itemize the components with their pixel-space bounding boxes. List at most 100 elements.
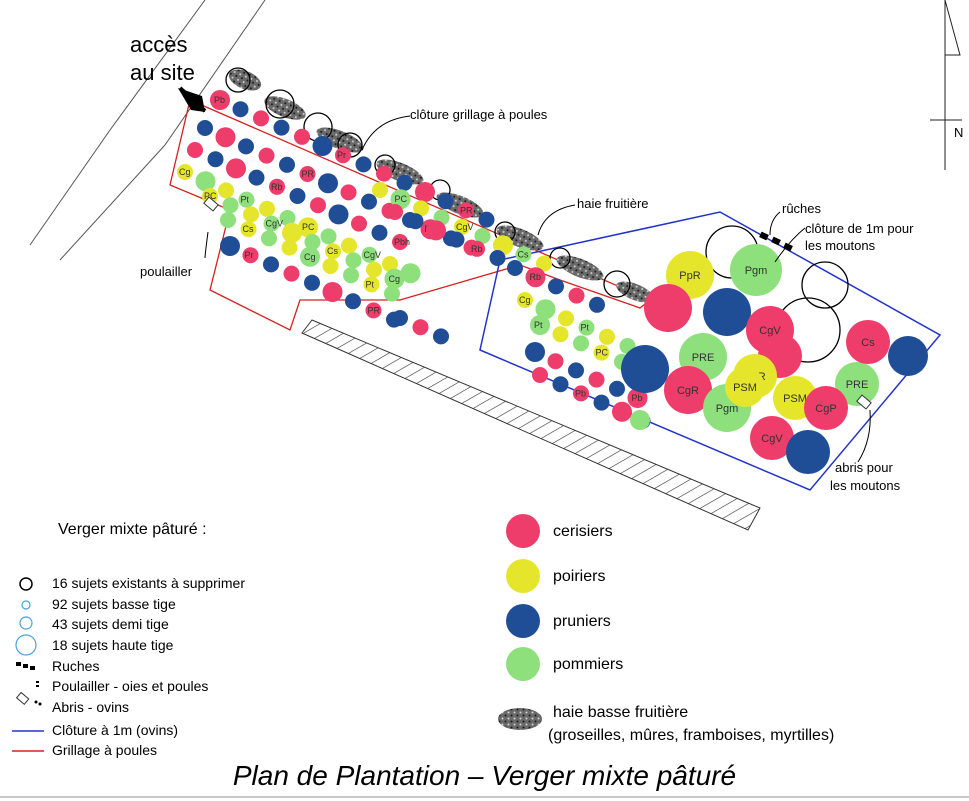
large-trees: PpRPgmCgVPSMPRECsPREPpRCgRPgmPSMCgPCgV	[621, 244, 928, 474]
small-tree	[517, 292, 533, 308]
small-tree-label: PC	[596, 348, 609, 358]
small-tree-label: Pr	[337, 150, 346, 160]
small-tree	[310, 197, 326, 214]
legend-item-shelter: Abris - ovins	[52, 699, 129, 715]
caption: Plan de Plantation – Verger mixte pâturé	[232, 760, 737, 791]
small-tree	[578, 319, 595, 336]
small-tree	[392, 234, 408, 250]
small-tree	[568, 287, 585, 304]
access-label-1: accès	[130, 32, 187, 57]
hives-label: rûches	[782, 201, 822, 216]
small-tree	[474, 228, 491, 244]
small-tree-label: Pt	[366, 279, 375, 289]
small-tree-label: Pb	[214, 95, 225, 105]
small-tree	[525, 342, 545, 362]
legend-hives-icon	[16, 662, 35, 670]
small-tree	[283, 265, 300, 282]
small-tree	[220, 212, 236, 228]
small-tree-label: Cg	[179, 167, 191, 177]
shelter-label-1: abris pour	[835, 460, 893, 475]
small-tree	[187, 142, 203, 158]
large-tree	[725, 367, 765, 407]
small-tree	[382, 256, 398, 272]
small-tree	[248, 169, 265, 186]
large-tree-label: CgP	[815, 403, 836, 415]
small-tree	[232, 101, 249, 118]
small-tree	[222, 197, 239, 214]
small-tree	[218, 182, 234, 199]
small-tree-label: PR	[460, 205, 473, 215]
sheep-shelter-icon	[856, 394, 872, 410]
small-tree	[507, 260, 523, 276]
small-tree-label: Pt	[581, 323, 590, 333]
access-label-2: au site	[130, 60, 195, 85]
small-tree	[304, 234, 321, 250]
small-tree-label: Pb	[575, 388, 586, 398]
small-tree	[589, 296, 605, 313]
legend-shelter-icon	[15, 691, 42, 706]
small-tree	[269, 178, 285, 195]
legend-high-stem-icon	[15, 634, 37, 656]
small-tree	[207, 151, 224, 168]
legend-pear-icon	[506, 559, 540, 593]
small-tree-label: PC	[204, 191, 217, 201]
small-tree	[599, 328, 615, 345]
small-tree	[407, 213, 424, 230]
small-tree	[433, 328, 449, 345]
small-tree	[535, 299, 556, 320]
small-tree	[530, 315, 550, 335]
small-tree	[612, 401, 632, 422]
north-arrow-icon	[930, 0, 962, 170]
large-tree-label: CgV	[759, 325, 781, 337]
legend-item-henhouse: Poulailler - oies et poules	[52, 678, 208, 694]
small-tree	[328, 204, 349, 225]
small-tree-label: Rb	[471, 244, 483, 254]
small-tree	[177, 164, 193, 180]
small-tree-label: CgV	[266, 219, 284, 229]
legend-symbols	[12, 577, 44, 752]
legend-half-stem-icon	[19, 616, 33, 630]
legend-item-hen-fence: Grillage à poules	[52, 742, 157, 758]
small-tree	[366, 261, 382, 278]
legend-pear-label: poiriers	[553, 568, 605, 585]
small-tree	[489, 250, 506, 266]
small-tree-label: Pb	[632, 393, 643, 403]
large-tree-label: CgV	[761, 433, 783, 445]
small-tree	[365, 302, 382, 319]
small-tree	[515, 246, 532, 263]
small-tree	[548, 278, 564, 295]
small-tree	[400, 263, 421, 284]
small-tree	[478, 211, 495, 228]
legend-cherry-label: cerisiers	[553, 523, 613, 540]
large-tree	[730, 244, 782, 296]
small-tree	[320, 228, 337, 245]
legend-cherry-icon	[506, 514, 540, 548]
legend-hedge-icon	[498, 708, 542, 730]
large-tree-label: PSM	[733, 382, 757, 394]
small-tree-label: Cg	[519, 295, 531, 305]
small-tree	[340, 184, 357, 201]
small-tree	[415, 182, 435, 202]
north-label: N	[954, 125, 963, 140]
small-tree	[261, 230, 277, 247]
small-tree	[195, 171, 216, 192]
small-tree-label: Pbh	[394, 237, 410, 247]
hives-icon	[759, 231, 793, 252]
small-tree	[279, 156, 295, 173]
small-tree	[343, 267, 359, 284]
small-tree	[282, 222, 302, 243]
small-tree	[630, 410, 650, 430]
legend-title: Verger mixte pâturé :	[58, 521, 207, 538]
small-tree	[279, 210, 296, 226]
large-tree-label: CgR	[677, 385, 699, 397]
small-tree	[304, 274, 320, 291]
small-tree	[298, 217, 318, 238]
small-tree	[376, 165, 392, 182]
small-tree	[384, 285, 400, 302]
small-tree	[458, 202, 474, 219]
large-tree-label: Cs	[861, 337, 875, 349]
fruit-hedge	[228, 69, 654, 303]
small-tree-label: PC	[302, 222, 315, 232]
small-tree	[361, 246, 378, 263]
small-tree	[243, 206, 259, 223]
